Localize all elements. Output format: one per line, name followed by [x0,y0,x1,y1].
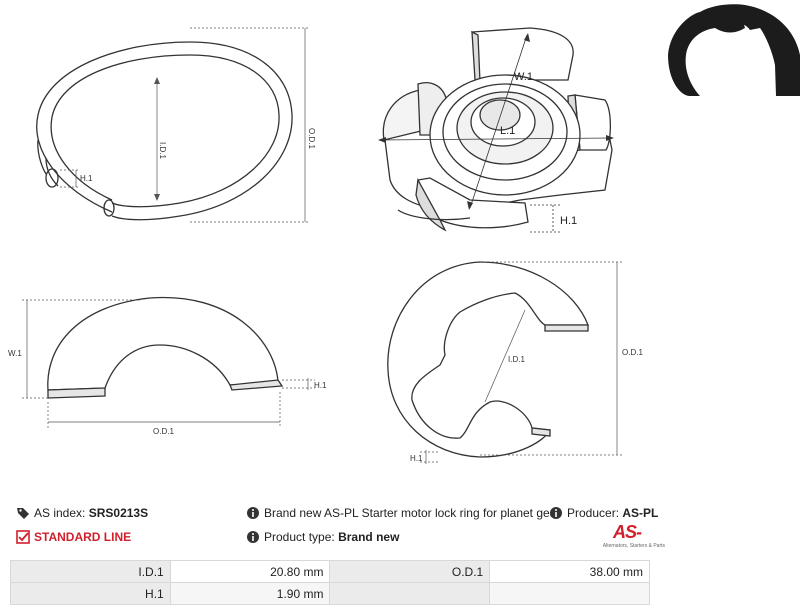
spec-label: H.1 [10,582,171,605]
label-od-e-clip: O.D.1 [622,348,643,357]
dim-lines-e-clip [420,261,622,464]
table-row: H.1 1.90 mm [10,582,650,605]
logo-text: AS- [613,522,642,542]
label-h-side: H.1 [314,381,327,390]
view-gear-assembly [382,27,613,232]
drawing-canvas: I.D.1 O.D.1 H.1 W.1 L.1 H.1 [8,0,800,464]
label-w-gear: W.1 [514,71,533,83]
specs-table: I.D.1 20.80 mm O.D.1 38.00 mm H.1 1.90 m… [10,560,650,605]
info-icon [247,507,259,519]
label-h-top-left: H.1 [80,174,93,183]
info-icon [247,531,259,543]
technical-drawings: I.D.1 O.D.1 H.1 W.1 L.1 H.1 [8,0,800,464]
dim-lines-side-profile [22,299,315,428]
spec-value: 38.00 mm [489,560,650,583]
label-od-side: O.D.1 [153,427,174,436]
dim-lines-gear [378,33,614,233]
label-od-top-left: O.D.1 [307,128,316,149]
producer-value: AS-PL [622,506,659,520]
product-type-value: Brand new [338,530,400,544]
product-type: Product type: Brand new [246,530,399,544]
spec-label: I.D.1 [10,560,171,583]
description-text: Brand new AS-PL Starter motor lock ring … [264,506,561,520]
checkbox-icon [16,530,30,544]
standard-line-label: STANDARD LINE [34,530,132,544]
view-side-profile [47,296,284,399]
label-id-e-clip: I.D.1 [508,355,525,364]
spec-value [489,582,650,605]
label-w-side: W.1 [8,349,22,358]
spec-label: O.D.1 [329,560,491,583]
label-id-top-left: I.D.1 [158,142,167,159]
table-row: I.D.1 20.80 mm O.D.1 38.00 mm [10,560,650,583]
label-l-gear: L.1 [500,125,515,137]
product-photo [656,0,800,96]
spec-value: 1.90 mm [169,582,331,605]
as-index-label: AS index: [34,506,86,520]
producer: Producer: AS-PL [549,506,658,520]
view-open-ring [36,41,293,221]
label-h-e-clip: H.1 [410,454,423,463]
as-index-value: SRS0213S [88,506,149,520]
dim-lines-open-ring [60,27,310,223]
product-type-label: Product type: [264,530,335,544]
info-icon [550,507,562,519]
spec-label [329,582,491,605]
tag-icon [17,508,29,519]
producer-label: Producer: [567,506,620,520]
view-e-clip [387,261,589,458]
description: Brand new AS-PL Starter motor lock ring … [246,506,560,520]
spec-value: 20.80 mm [169,560,331,583]
label-h-gear: H.1 [560,215,577,227]
logo-tagline: Alternators, Starters & Parts [602,543,665,549]
as-pl-logo: AS- Alternators, Starters & Parts [585,522,665,552]
standard-line: STANDARD LINE [16,530,131,544]
as-index: AS index: SRS0213S [16,506,148,520]
